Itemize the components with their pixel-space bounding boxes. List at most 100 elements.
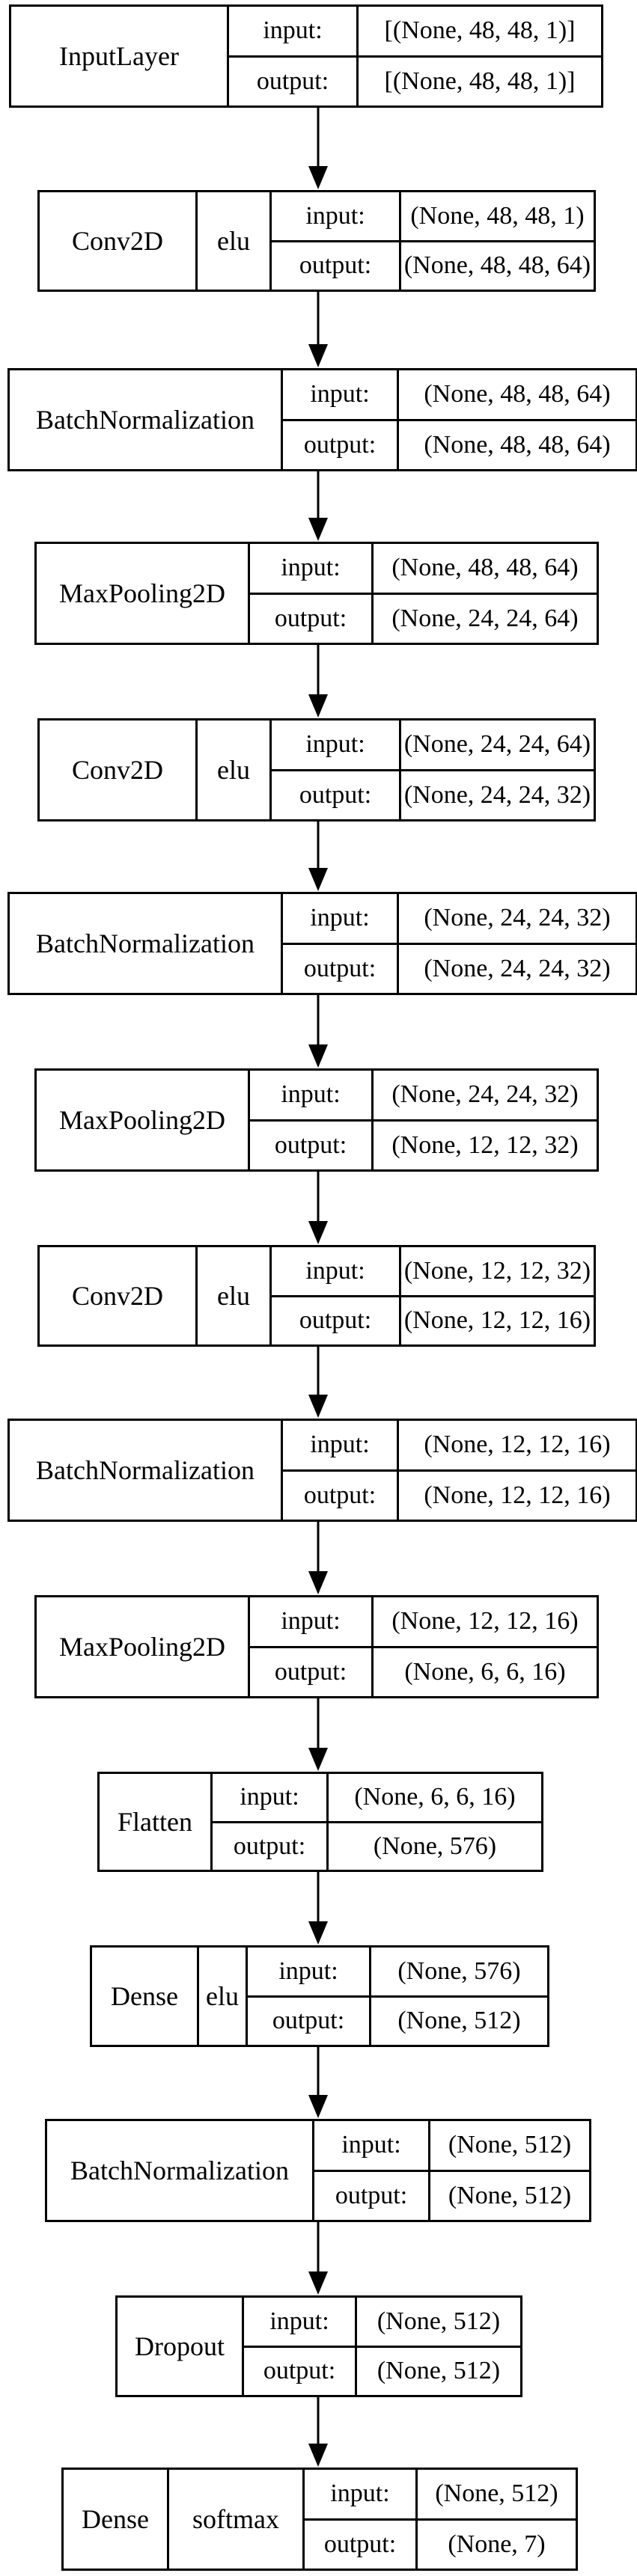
output-row: output:(None, 6, 6, 16) — [250, 1645, 597, 1696]
output-shape: (None, 24, 24, 32) — [424, 954, 611, 982]
activation-label: elu — [198, 192, 272, 290]
output-shape: (None, 48, 48, 64) — [403, 251, 591, 280]
arrow-head — [308, 1395, 328, 1418]
input-shape: (None, 48, 48, 1) — [410, 201, 585, 230]
output-label: output: — [314, 2171, 430, 2220]
output-label: output: — [283, 944, 399, 993]
arrow-head — [308, 694, 328, 718]
io-table: input:[(None, 48, 48, 1)]output:[(None, … — [229, 7, 601, 105]
io-table: input:(None, 12, 12, 16)output:(None, 12… — [283, 1421, 636, 1520]
output-shape: (None, 6, 6, 16) — [404, 1657, 566, 1686]
input-label: input: — [283, 894, 399, 943]
output-row: output:(None, 24, 24, 32) — [272, 768, 594, 819]
layer-name: BatchNormalization — [10, 1421, 283, 1520]
input-shape: (None, 48, 48, 64) — [424, 380, 611, 409]
input-shape: (None, 12, 12, 16) — [424, 1431, 611, 1459]
input-row: input: (None, 6, 6, 16) — [213, 1774, 541, 1821]
arrow-head — [308, 2444, 328, 2467]
output-shape: [(None, 48, 48, 1)] — [384, 67, 576, 95]
output-shape: (None, 12, 12, 16) — [424, 1481, 611, 1509]
output-row: output:(None, 48, 48, 64) — [272, 239, 594, 290]
input-label: input: — [250, 1597, 374, 1646]
input-shape: (None, 12, 12, 16) — [391, 1607, 579, 1636]
arrow-head — [308, 518, 328, 541]
output-shape: (None, 12, 12, 16) — [403, 1306, 591, 1335]
input-label: input: — [305, 2470, 418, 2518]
output-shape: (None, 512) — [397, 2007, 521, 2035]
layer-name: Dense — [64, 2470, 169, 2569]
input-label: input: — [283, 1421, 399, 1469]
activation-label: softmax — [169, 2470, 305, 2569]
activation-label: elu — [198, 721, 272, 819]
input-label: input: — [272, 721, 401, 769]
input-row: input: (None, 12, 12, 16) — [250, 1597, 597, 1646]
output-row: output:(None, 12, 12, 16) — [283, 1469, 636, 1520]
input-row: input:(None, 512) — [244, 2298, 520, 2346]
output-row: output:(None, 576) — [213, 1820, 541, 1870]
output-shape: (None, 576) — [373, 1832, 497, 1860]
arrow-head — [308, 344, 328, 367]
output-shape: (None, 512) — [377, 2357, 501, 2385]
activation-label: elu — [199, 1948, 248, 2045]
layer-name: BatchNormalization — [10, 370, 283, 469]
input-label: input: — [272, 1247, 401, 1295]
output-row: output:(None, 512) — [244, 2345, 520, 2395]
output-label: output: — [248, 1997, 371, 2045]
output-row: output: (None, 24, 24, 32) — [283, 942, 636, 993]
output-label: output: — [283, 420, 399, 469]
output-label: output: — [250, 1121, 374, 1169]
input-shape: (None, 512) — [448, 2131, 572, 2159]
input-label: input: — [248, 1948, 371, 1995]
input-label: input: — [250, 544, 374, 593]
layer-name: MaxPooling2D — [37, 544, 250, 643]
input-label: input: — [283, 370, 399, 419]
input-label: input: — [229, 7, 359, 55]
layer-name: Dense — [92, 1948, 199, 2045]
layer-name: Conv2D — [40, 192, 198, 290]
output-label: output: — [305, 2520, 418, 2569]
io-table: input: (None, 48, 48, 64)output: (None, 48… — [283, 370, 636, 469]
input-row: input: (None, 48, 48, 64) — [283, 370, 636, 419]
output-label: output: — [272, 771, 401, 819]
output-row: output:(None, 24, 24, 64) — [250, 592, 597, 643]
io-table: input: (None, 48, 48, 64) output:(None, 24… — [250, 544, 597, 643]
input-shape: (None, 48, 48, 64) — [391, 554, 579, 582]
arrow-head — [308, 166, 328, 189]
input-label: input: — [213, 1774, 329, 1821]
input-shape: (None, 24, 24, 64) — [403, 730, 591, 759]
input-row: input:(None, 24, 24, 32) — [250, 1071, 597, 1119]
arrow-head — [308, 1221, 328, 1244]
output-shape: (None, 512) — [448, 2181, 572, 2209]
arrow-head — [308, 1571, 328, 1594]
layer-name: Dropout — [118, 2298, 244, 2395]
input-shape: (None, 24, 24, 32) — [391, 1080, 579, 1109]
output-label: output: — [229, 57, 359, 105]
activation-label: elu — [198, 1247, 272, 1344]
input-row: input:(None, 512) — [314, 2121, 589, 2170]
input-row: input:(None, 48, 48, 1) — [272, 192, 594, 240]
io-table: input: (None, 6, 6, 16) output:(None, 576) — [213, 1774, 541, 1870]
input-row: input:(None, 24, 24, 64) — [272, 721, 594, 769]
io-table: input:(None, 24, 24, 32)output: (None, 24… — [283, 894, 636, 993]
output-row: output:(None, 7) — [305, 2518, 576, 2569]
io-table: input:(None, 512)output:(None, 512) — [244, 2298, 520, 2395]
output-shape: (None, 24, 24, 32) — [403, 780, 591, 809]
input-row: input:(None, 24, 24, 32) — [283, 894, 636, 943]
layer-name: InputLayer — [11, 7, 229, 105]
input-row: input: (None, 12, 12, 16) — [283, 1421, 636, 1469]
input-shape: (None, 6, 6, 16) — [354, 1783, 516, 1811]
layer-name: Conv2D — [40, 721, 198, 819]
